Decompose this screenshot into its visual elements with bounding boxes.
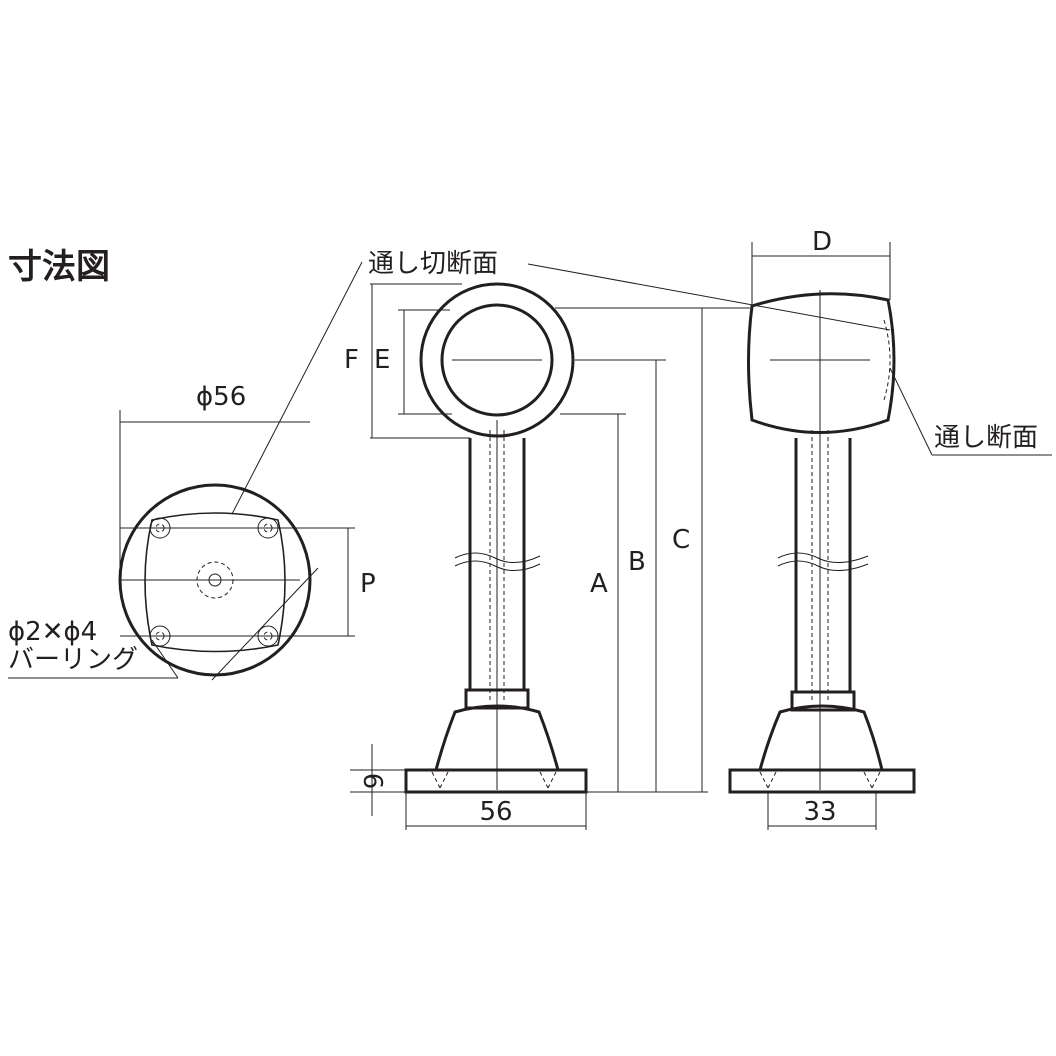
fe-dimensions: F E bbox=[344, 283, 470, 439]
side-view bbox=[728, 290, 916, 794]
base-56-dimension: 56 bbox=[405, 792, 587, 830]
through-cut-section-label: 通し切断面 bbox=[368, 249, 498, 279]
abc-dimensions: A B C bbox=[555, 307, 750, 793]
six-label: 6 bbox=[357, 773, 387, 790]
section-callout: 通し断面 bbox=[889, 367, 1052, 456]
six-dimension: 6 bbox=[350, 744, 406, 816]
e-label: E bbox=[374, 345, 390, 375]
drawing-title: 寸法図 bbox=[8, 247, 110, 287]
f-label: F bbox=[344, 345, 359, 375]
burring-label: バーリング bbox=[8, 645, 138, 675]
phi56-label: ϕ56 bbox=[196, 382, 246, 412]
base-33-dimension: 33 bbox=[767, 792, 877, 830]
cut-section-callout: 通し切断面 bbox=[231, 249, 891, 515]
through-section-label: 通し断面 bbox=[934, 423, 1038, 453]
d-label: D bbox=[812, 227, 832, 257]
base-33-label: 33 bbox=[803, 797, 836, 827]
c-label: C bbox=[672, 525, 690, 555]
base-56-label: 56 bbox=[479, 797, 512, 827]
p-dimension: P bbox=[347, 528, 376, 636]
b-label: B bbox=[628, 547, 646, 577]
phi56-dimension: ϕ56 bbox=[119, 382, 310, 580]
p-label: P bbox=[360, 569, 376, 599]
front-view bbox=[404, 282, 588, 794]
a-label: A bbox=[590, 569, 608, 599]
burring-callout: ϕ2✕ϕ4 バーリング bbox=[8, 617, 179, 679]
flange-plan-view bbox=[118, 483, 355, 681]
d-dimension: D bbox=[751, 227, 891, 306]
burring-spec-label: ϕ2✕ϕ4 bbox=[8, 617, 97, 647]
